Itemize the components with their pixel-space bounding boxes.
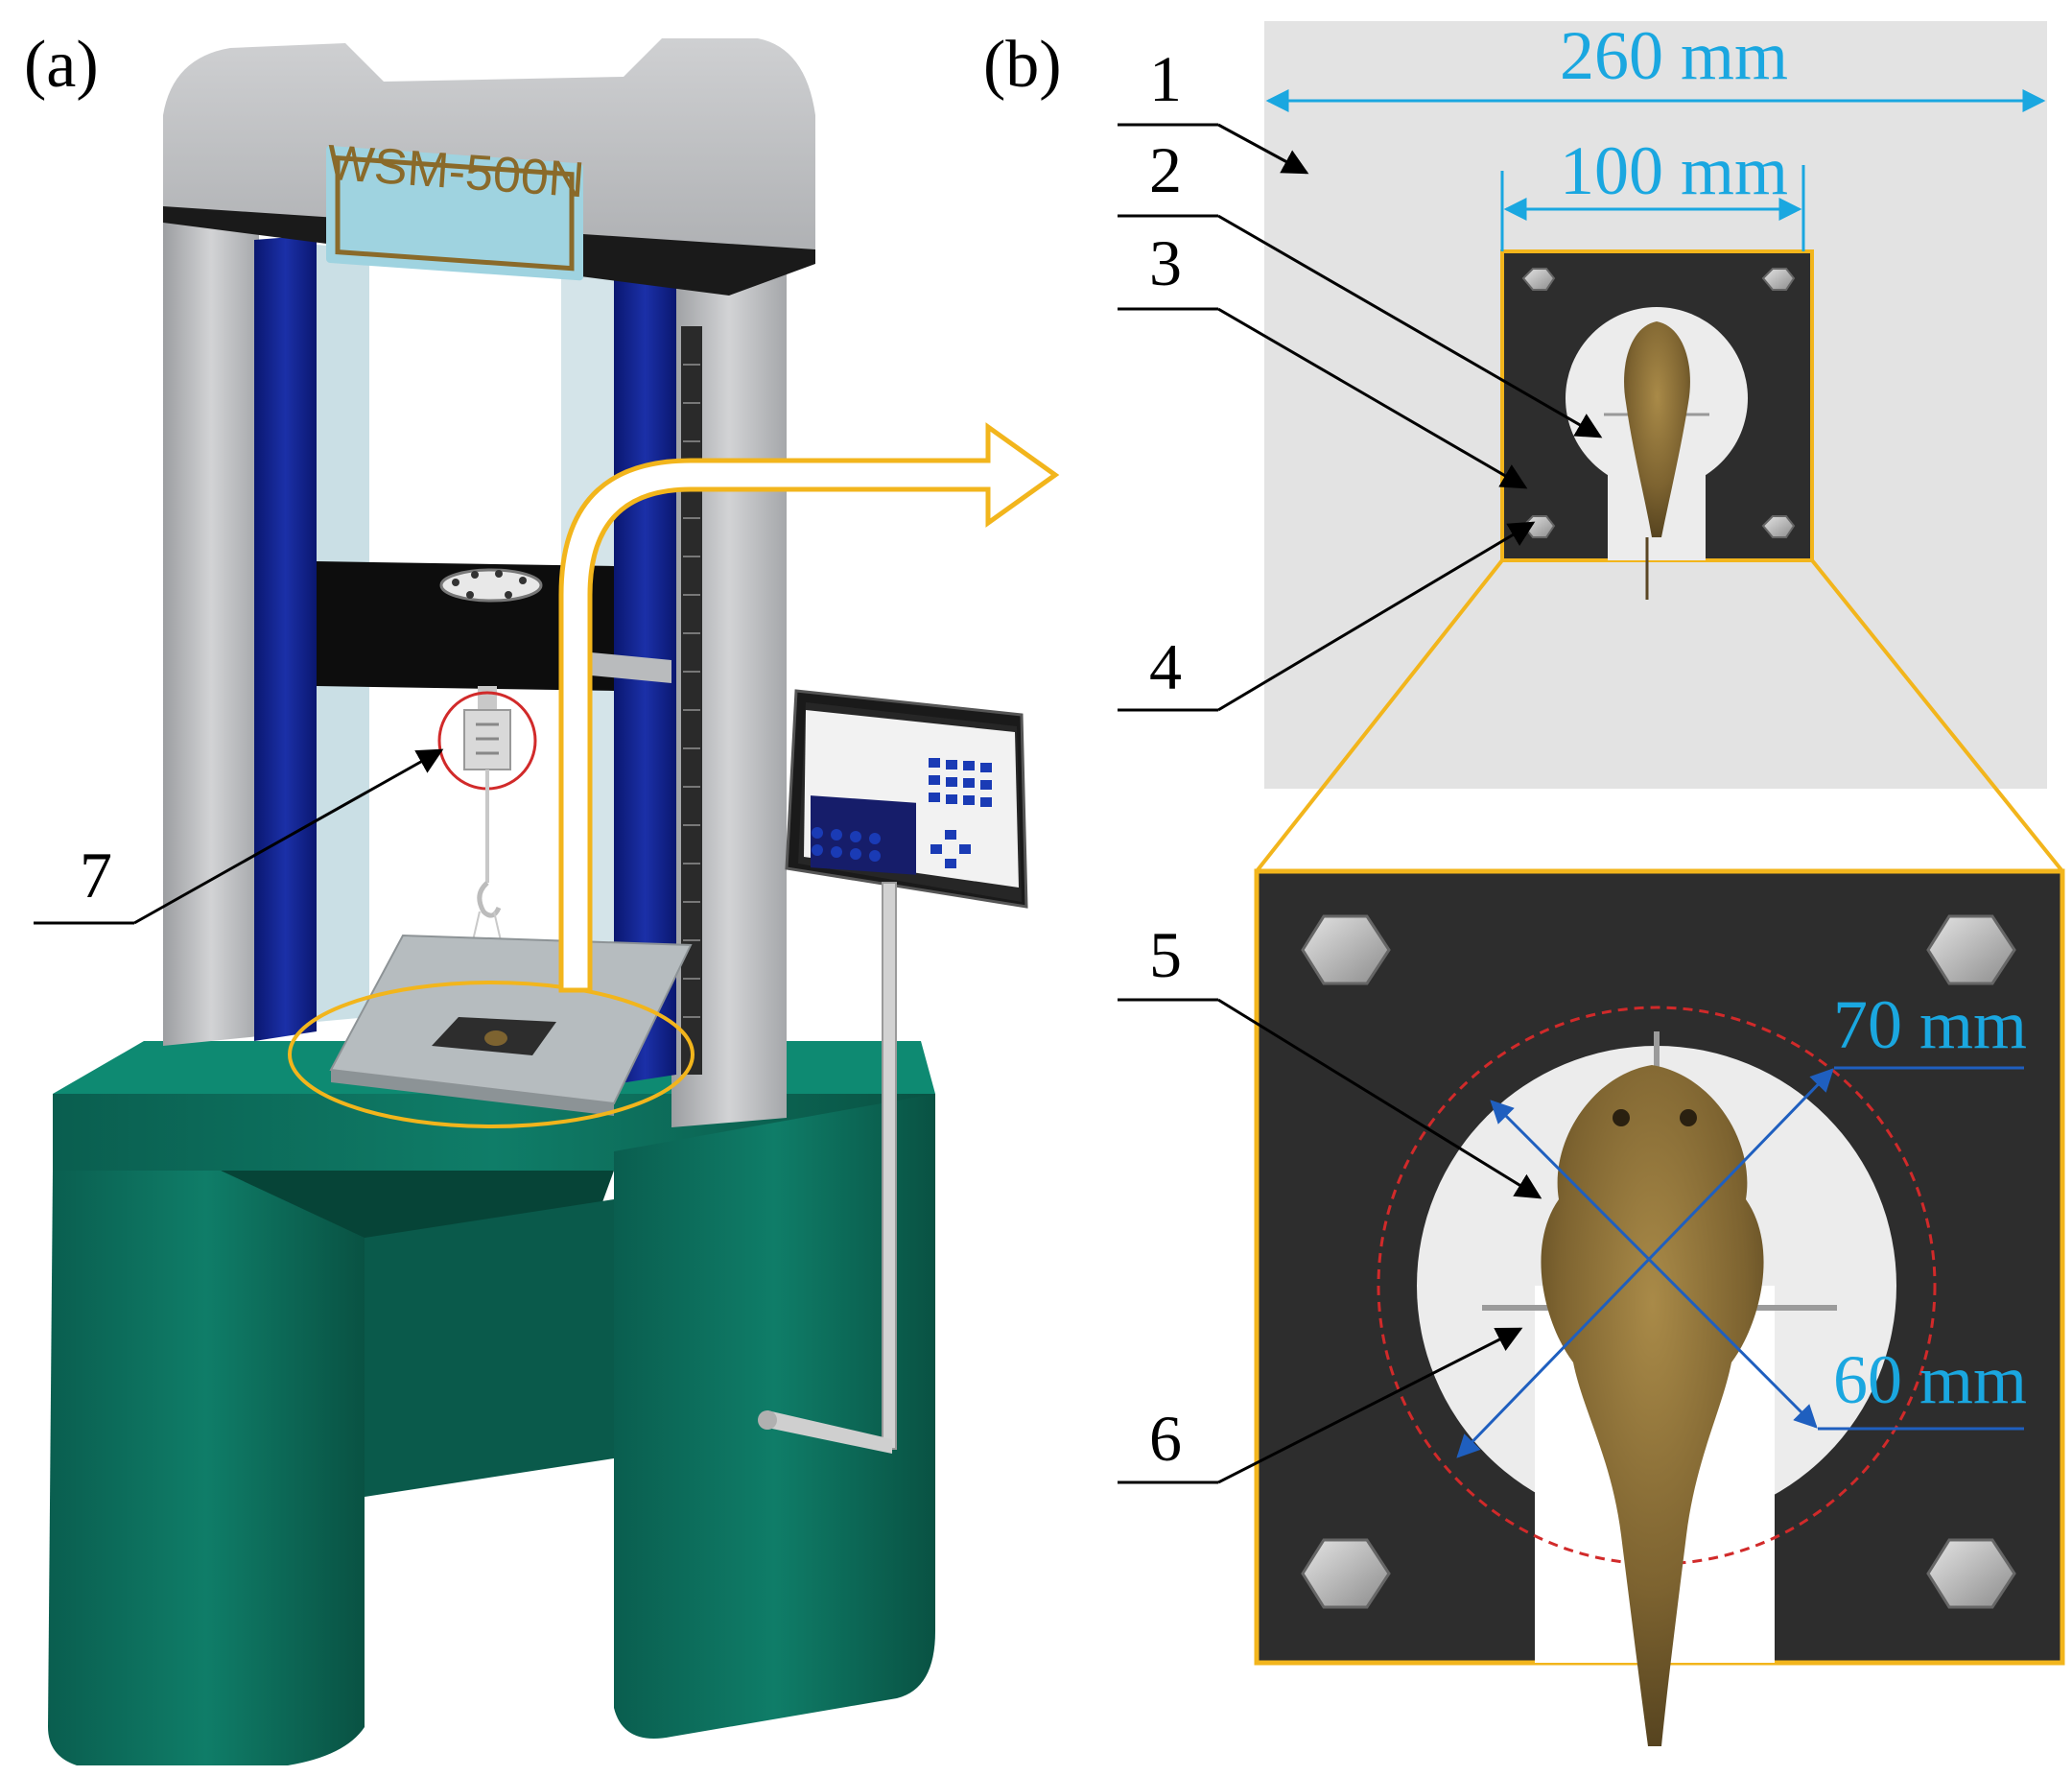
- callout-3: 3: [1149, 226, 1182, 299]
- load-cell: [437, 686, 537, 1037]
- specimen-platform: [288, 934, 695, 1128]
- dimension-100: 100 mm: [1500, 132, 1805, 251]
- fixture-panel: (b): [983, 17, 2065, 1746]
- dimension-260: 260 mm: [1265, 17, 2046, 112]
- dimension-diagonals: 70 mm 60 mm: [1456, 986, 2027, 1458]
- highlight-arrow: [558, 422, 1060, 993]
- controller: [758, 689, 1028, 1454]
- callout-6: 6: [1149, 1402, 1182, 1475]
- callout-2: 2: [1149, 133, 1182, 206]
- callout-7: 7: [80, 839, 112, 912]
- dimension-260-label: 260 mm: [1560, 17, 1788, 94]
- callout-4: 4: [1149, 630, 1182, 703]
- machine-base: [48, 1041, 935, 1765]
- callout-1: 1: [1149, 42, 1182, 115]
- dimension-70-label: 70 mm: [1833, 986, 2027, 1063]
- callouts: [1118, 123, 1603, 1484]
- dimension-100-label: 100 mm: [1560, 132, 1788, 209]
- crosshead-beam: [317, 561, 671, 691]
- panel-label-b: (b): [983, 28, 1062, 102]
- panel-label-a: (a): [24, 28, 99, 102]
- fixture-small: [1500, 249, 1814, 600]
- callout-5: 5: [1149, 918, 1182, 991]
- dimension-60-label: 60 mm: [1833, 1341, 2027, 1418]
- testing-machine: WSM-500N: [24, 28, 1060, 1765]
